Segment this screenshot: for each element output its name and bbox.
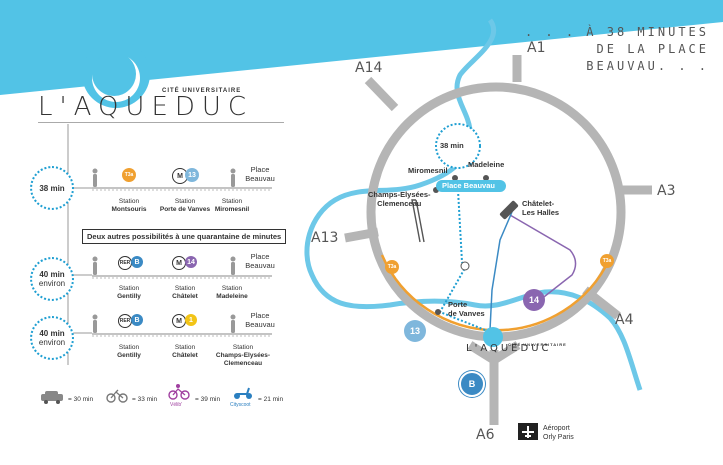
route-3-destination: Place Beauvau: [245, 311, 275, 329]
velib-time: = 39 min: [195, 396, 221, 403]
car-time: = 30 min: [68, 396, 94, 403]
miromesnil-station-dot: [452, 175, 458, 181]
walker-icon: [230, 256, 236, 275]
route-2-time: 40 min environ: [30, 257, 74, 301]
walker-icon: [92, 314, 98, 333]
road-label-a3: A3: [657, 183, 676, 199]
map-label-place-beauvau: Place Beauvau: [442, 181, 495, 190]
road-a6: [467, 341, 521, 425]
map-center-time: 38 min: [440, 141, 464, 150]
road-label-a6: A6: [476, 427, 495, 443]
route-1-time: 38 min: [30, 166, 74, 210]
map-logo-name: L'AQUEDUC: [466, 343, 552, 354]
walker-icon: [230, 168, 236, 187]
map-t3a-badge-right: T3a: [600, 254, 614, 268]
velib-icon: [168, 384, 190, 400]
map-label-miromesnil: Miromesnil: [408, 166, 448, 175]
seine-river: [304, 18, 643, 391]
eiffel-tower-icon: [411, 199, 425, 243]
metro-13-line: [438, 189, 491, 333]
walker-icon: [92, 256, 98, 275]
map-label-champs: Champs-Elysées- Clemenceau: [368, 190, 431, 208]
logo-subtitle: CITÉ UNIVERSITAIRE: [162, 88, 242, 94]
map-metro-14-badge: 14: [523, 289, 545, 311]
map-logo-icon: [483, 327, 503, 347]
car-icon: [41, 391, 63, 404]
logo-divider: [38, 122, 284, 123]
route-2-destination: Place Beauvau: [245, 252, 275, 270]
road-label-a1: A1: [527, 40, 546, 56]
metro-m-icon: M: [172, 256, 186, 270]
metro-14-line: [509, 214, 577, 301]
bicycle-icon: [106, 389, 128, 403]
walker-icon: [92, 168, 98, 187]
map-label-porte-vanves: Porte de Vanves: [448, 300, 485, 318]
walker-icon: [230, 314, 236, 333]
road-a14: [364, 76, 399, 112]
aqueduc-logo-icon: [82, 40, 150, 108]
scooter-caption: Cityscoot: [230, 402, 251, 408]
alternatives-heading: Deux autres possibilités à une quarantai…: [82, 229, 287, 244]
porte-vanves-station-dot: [435, 309, 441, 315]
madeleine-station-dot: [483, 175, 489, 181]
logo-name: L'AQUEDUC: [38, 92, 254, 122]
scooter-time: = 21 min: [258, 396, 284, 403]
rer-b-badge: B: [131, 314, 143, 326]
airport-label: Aéroport Orly Paris: [543, 425, 574, 441]
place-beauvau-pill: [436, 180, 506, 192]
bicycle-time: = 33 min: [132, 396, 158, 403]
map-metro-13-badge: 13: [404, 320, 426, 342]
map-label-madeleine: Madeleine: [468, 160, 505, 169]
road-label-a4: A4: [615, 312, 634, 328]
tram-t3a-badge: T3a: [122, 168, 136, 182]
rer-b-badge: B: [131, 256, 143, 268]
route-1-destination: Place Beauvau: [245, 165, 275, 183]
metro-13-badge: 13: [185, 168, 199, 182]
map-logo-subtitle: CITÉ UNIVERSITAIRE: [508, 342, 567, 347]
scooter-icon: [234, 387, 252, 399]
map-label-chatelet: Châtelet- Les Halles: [522, 199, 560, 217]
rer-b-line: [489, 211, 513, 331]
road-label-a13: A13: [311, 230, 339, 246]
map-rer-b-badge: B: [459, 371, 485, 397]
metro-1-badge: 1: [185, 314, 197, 326]
metro-14-badge: 14: [185, 256, 197, 268]
road-label-a14: A14: [355, 60, 383, 76]
velib-caption: Vélib': [170, 402, 183, 408]
tagline: . . . À 38 MINUTES DE LA PLACE BEAUVAU. …: [524, 25, 709, 73]
peripherique-ring: [366, 82, 626, 342]
map-t3a-badge-left: T3a: [385, 260, 399, 274]
center-time-circle: [435, 123, 481, 169]
chatelet-station-dot: [499, 200, 519, 220]
route-3-time: 40 min environ: [30, 316, 74, 360]
